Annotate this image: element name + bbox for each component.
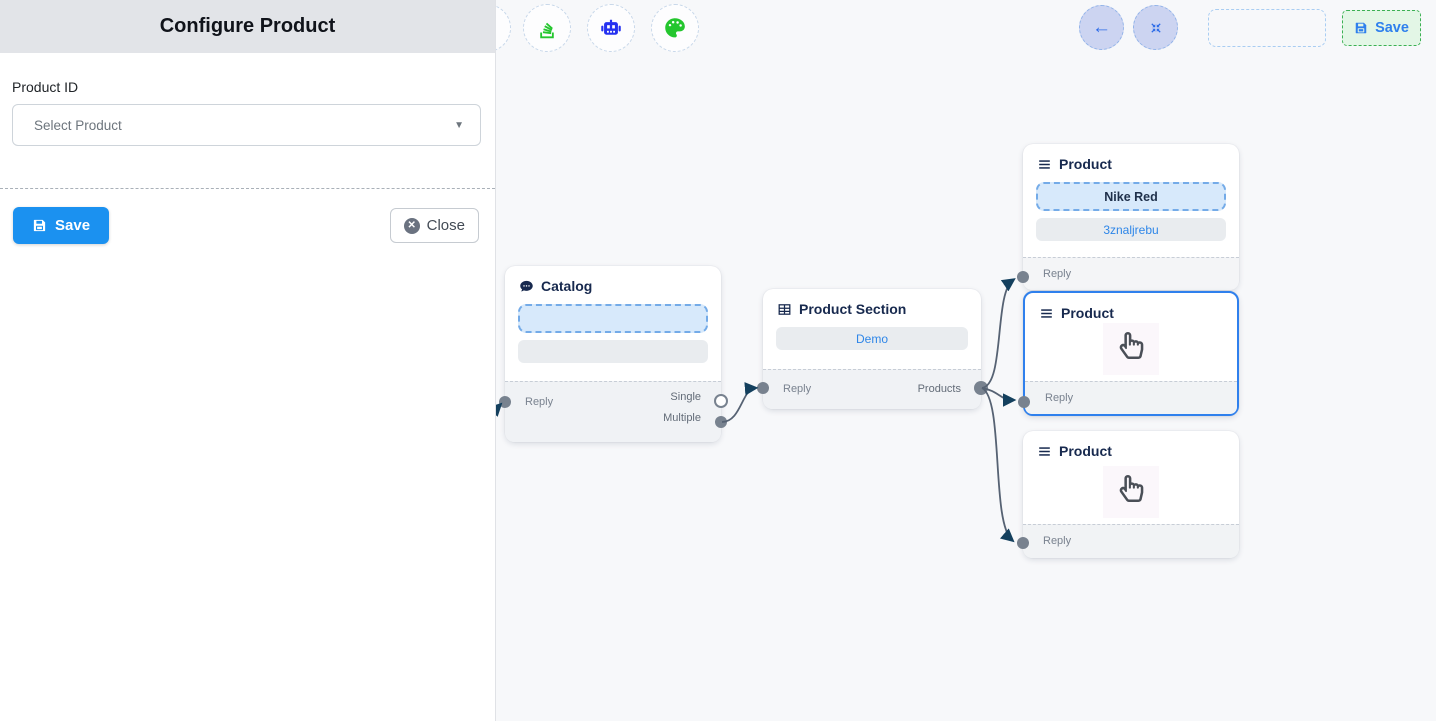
product-top-reply-handle[interactable]	[1017, 271, 1029, 283]
section-option-chip[interactable]: Demo	[776, 327, 968, 350]
products-label: Products	[917, 383, 961, 395]
reply-label: Reply	[1045, 392, 1074, 404]
product-node-title: Product	[1059, 156, 1112, 172]
hand-cursor-icon	[1118, 475, 1145, 507]
canvas-save-button[interactable]: Save	[1342, 10, 1421, 46]
catalog-node-title: Catalog	[541, 278, 593, 294]
product-id-chip[interactable]: 3znaljrebu	[1036, 218, 1226, 241]
toolbar-stack-button[interactable]	[523, 4, 571, 52]
catalog-multiple-handle[interactable]	[715, 416, 727, 428]
toolbar-palette-button[interactable]	[651, 4, 699, 52]
reply-label: Reply	[1043, 535, 1072, 547]
single-label: Single	[670, 391, 701, 403]
fit-view-icon	[1147, 19, 1165, 37]
back-arrow-icon: ←	[1092, 16, 1111, 38]
product-node-top[interactable]: Product Nike Red 3znaljrebu Reply	[1017, 144, 1239, 290]
panel-title: Configure Product	[0, 0, 495, 53]
chevron-down-icon: ▼	[454, 120, 464, 131]
configure-product-panel: Configure Product Product ID Select Prod…	[0, 0, 496, 721]
catalog-node[interactable]: Catalog Reply Single Multiple	[499, 266, 728, 442]
save-button[interactable]: Save	[13, 207, 110, 244]
reply-label: Reply	[1043, 268, 1072, 280]
reply-label: Reply	[783, 383, 812, 395]
product-node-title: Product	[1061, 305, 1114, 321]
close-button-label: Close	[426, 217, 465, 234]
product-bottom-reply-handle[interactable]	[1017, 537, 1029, 549]
cursor-halo	[1103, 466, 1159, 518]
product-middle-reply-handle[interactable]	[1018, 396, 1030, 408]
floppy-icon	[1354, 21, 1368, 35]
product-id-label: Product ID	[12, 79, 79, 95]
multiple-label: Multiple	[663, 412, 701, 424]
toolbar-hidden-button[interactable]	[496, 4, 511, 52]
cursor-halo	[1103, 323, 1159, 375]
catalog-single-handle[interactable]	[714, 394, 728, 408]
panel-divider	[0, 188, 495, 189]
palette-icon	[662, 15, 688, 41]
floppy-icon	[32, 218, 47, 233]
save-button-label: Save	[55, 217, 91, 234]
menu-icon	[1037, 444, 1052, 459]
section-reply-handle[interactable]	[757, 382, 769, 394]
menu-icon	[1037, 157, 1052, 172]
close-icon: ✕	[403, 217, 420, 234]
table-icon	[777, 302, 792, 317]
robot-icon	[598, 15, 624, 41]
fit-view-button[interactable]	[1133, 5, 1178, 50]
flow-canvas[interactable]: ← Save	[496, 0, 1436, 721]
back-button[interactable]: ←	[1079, 5, 1124, 50]
product-name-input[interactable]: Nike Red	[1036, 182, 1226, 211]
catalog-reply-handle[interactable]	[499, 396, 511, 408]
menu-icon	[1039, 306, 1054, 321]
product-select[interactable]: Select Product ▼	[12, 104, 481, 146]
product-node-title: Product	[1059, 443, 1112, 459]
stack-icon	[534, 15, 560, 41]
product-select-value: Select Product	[34, 117, 122, 133]
section-products-handle[interactable]	[974, 381, 988, 395]
canvas-save-label: Save	[1375, 20, 1409, 36]
reply-label: Reply	[525, 396, 554, 408]
empty-toolbar-slot[interactable]	[1208, 9, 1326, 47]
catalog-empty-field[interactable]	[518, 340, 708, 363]
toolbar-robot-button[interactable]	[587, 4, 635, 52]
catalog-selected-input[interactable]	[518, 304, 708, 333]
close-button[interactable]: ✕ Close	[389, 208, 479, 243]
product-section-node-title: Product Section	[799, 301, 907, 317]
chat-icon	[519, 279, 534, 294]
hand-cursor-icon	[1118, 332, 1145, 364]
product-section-node[interactable]: Product Section Demo Reply Products	[757, 289, 988, 409]
